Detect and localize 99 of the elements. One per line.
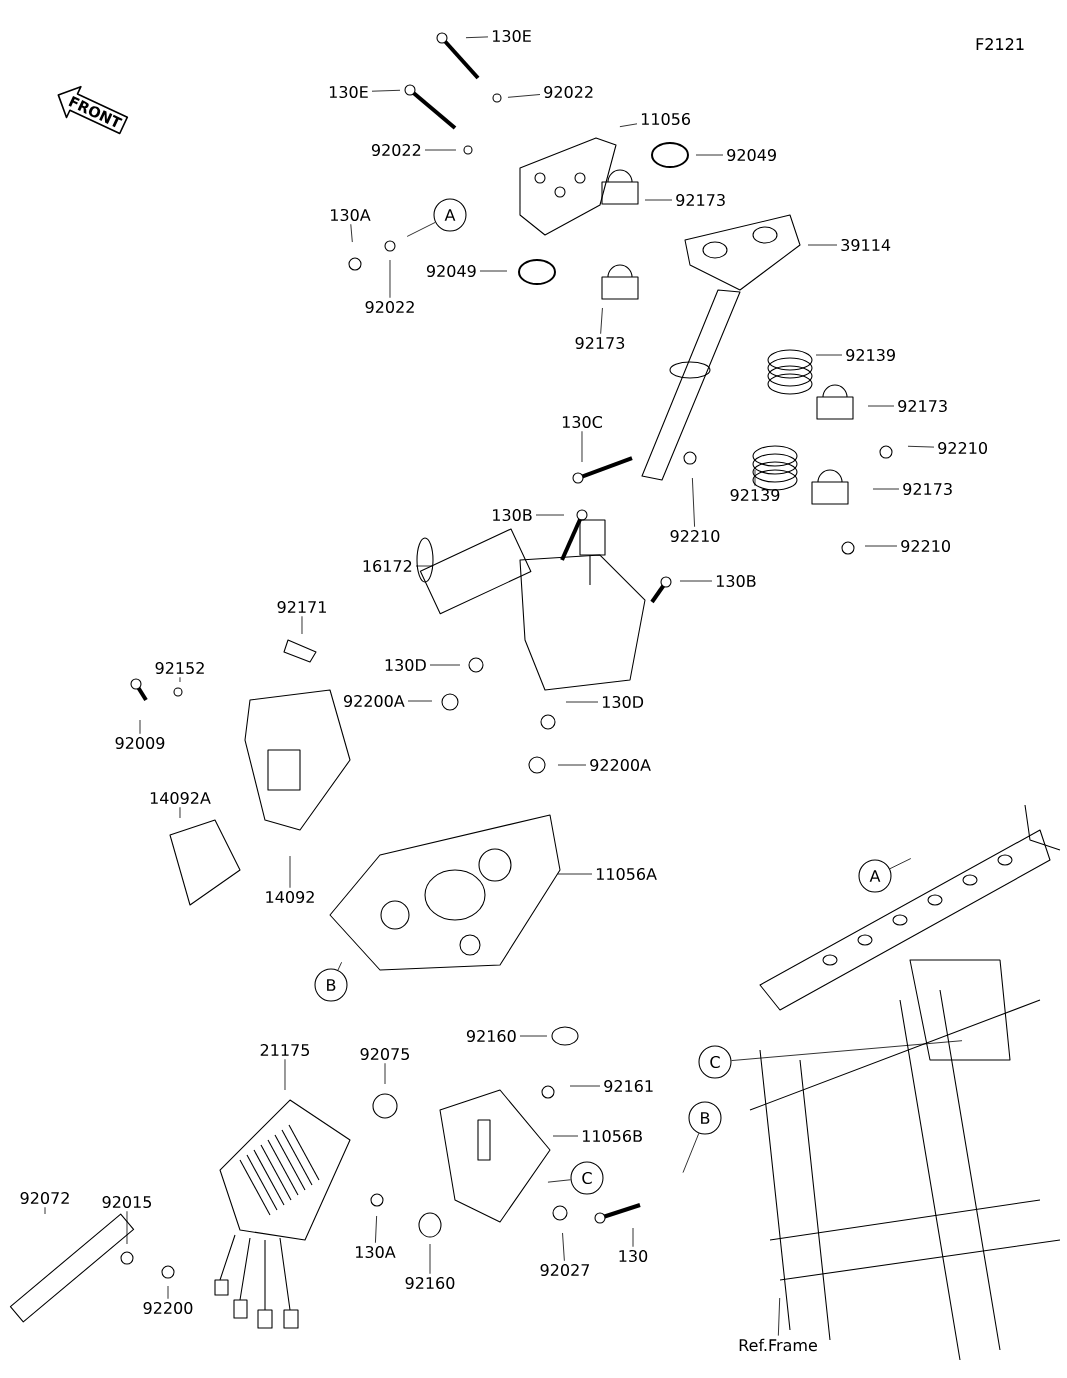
part-number: 92160 [466, 1029, 516, 1043]
leader-line [375, 1215, 378, 1244]
leader-line [289, 855, 291, 889]
leader-line [337, 961, 342, 971]
part-number: 92009 [115, 736, 165, 750]
leader-line [867, 405, 895, 407]
part-number: 92210 [938, 441, 987, 455]
part-number: 130A [331, 208, 371, 222]
leader-line [619, 123, 638, 128]
leader-line [569, 1085, 601, 1087]
part-number: 92173 [676, 193, 725, 207]
leader-line [535, 514, 565, 516]
part-number: 92027 [540, 1263, 590, 1277]
leader-line [889, 858, 912, 870]
part-number: 92139 [730, 488, 780, 502]
part-number: 130E [329, 85, 368, 99]
part-number: 92049 [426, 264, 476, 278]
leader-line [562, 1232, 565, 1262]
part-number: 92049 [727, 148, 776, 162]
leader-line [407, 700, 433, 702]
leader-line [691, 477, 695, 528]
leader-line [415, 565, 433, 567]
part-number: 92171 [277, 600, 326, 614]
leader-line [389, 259, 391, 299]
part-number: 130E [492, 29, 531, 43]
leader-line [179, 676, 181, 683]
part-number: 92173 [575, 336, 625, 350]
leader-line [371, 89, 401, 92]
leader-line [519, 1035, 548, 1037]
part-number: 92210 [901, 539, 950, 553]
drawing-code: F2121 [976, 38, 1024, 50]
leader-line [552, 1135, 579, 1137]
leader-line [179, 806, 181, 819]
leader-line [600, 307, 603, 335]
part-number: 130D [602, 695, 644, 709]
leader-line [406, 222, 436, 237]
leader-line [44, 1206, 46, 1215]
leader-line [632, 1227, 634, 1248]
part-number: 92022 [544, 85, 593, 99]
part-number: 92200A [343, 694, 405, 708]
leader-line [301, 615, 303, 635]
leader-line [167, 1285, 169, 1300]
part-number: 92015 [102, 1195, 152, 1209]
leader-line [864, 545, 898, 547]
part-number: 92200A [590, 758, 651, 772]
leader-line [644, 199, 673, 201]
part-number: 130B [493, 508, 532, 522]
leader-line [565, 701, 599, 703]
part-number: 92072 [20, 1191, 69, 1205]
leader-line [429, 664, 461, 666]
leader-line [429, 1243, 431, 1275]
part-number: 39114 [841, 238, 891, 252]
part-number: 130 [619, 1249, 648, 1263]
leader-line [695, 154, 724, 156]
part-number: 92161 [604, 1079, 653, 1093]
leader-line [350, 223, 353, 243]
leader-line [479, 270, 508, 272]
leader-line [581, 430, 583, 463]
part-number: 11056B [582, 1129, 642, 1143]
leader-line [754, 469, 756, 487]
leader-line [682, 1132, 700, 1173]
part-number: 92160 [405, 1276, 455, 1290]
part-number: 130C [562, 415, 602, 429]
part-number: 92210 [670, 529, 720, 543]
part-number: 92173 [898, 399, 947, 413]
part-number: 130B [716, 574, 756, 588]
leader-line [507, 94, 541, 98]
part-number: 130A [356, 1245, 396, 1259]
part-number: 11056 [641, 112, 691, 126]
part-number: 130D [385, 658, 426, 672]
part-number: 92152 [155, 661, 204, 675]
leader-line [872, 488, 900, 490]
leader-line [284, 1058, 286, 1091]
leader-line [777, 1297, 781, 1336]
part-number: 11056A [596, 867, 657, 881]
part-number: 92022 [365, 300, 414, 314]
leader-line [807, 244, 838, 246]
leader-line [547, 1179, 571, 1183]
leader-line [139, 719, 141, 735]
leader-line [557, 764, 587, 766]
leader-line [465, 36, 489, 39]
leader-line [424, 149, 457, 151]
leader-line [126, 1210, 128, 1245]
leader-line [907, 445, 935, 448]
part-number: 92139 [846, 348, 895, 362]
part-number: Ref.Frame [739, 1338, 817, 1352]
part-number: 92022 [371, 143, 421, 157]
part-number: 14092A [150, 791, 211, 805]
part-number: 92173 [903, 482, 952, 496]
leader-line [557, 873, 593, 875]
leader-line [679, 580, 713, 582]
part-number: 21175 [260, 1043, 310, 1057]
leader-line [815, 354, 843, 356]
part-number: 92075 [360, 1047, 410, 1061]
part-number: 92200 [143, 1301, 193, 1315]
leader-line [384, 1062, 386, 1085]
part-number: 16172 [363, 559, 412, 573]
part-number: 14092 [266, 890, 314, 904]
leader-line [731, 1040, 963, 1061]
